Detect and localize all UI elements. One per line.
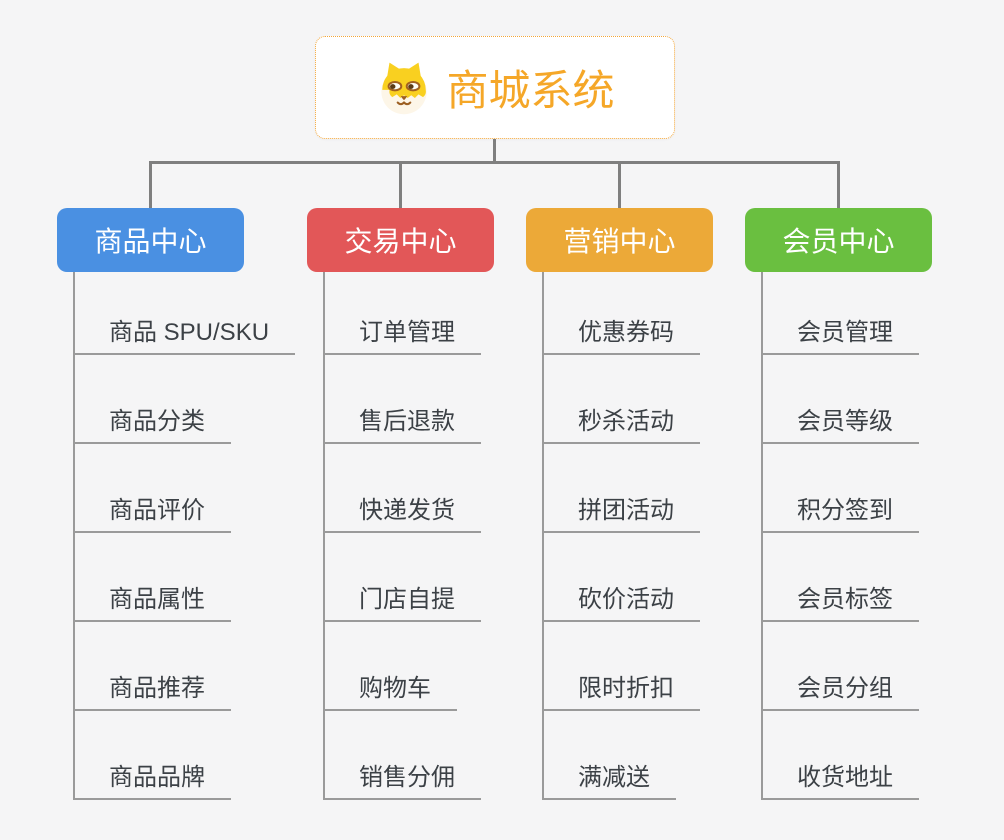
branch-children: 优惠券码秒杀活动拼团活动砍价活动限时折扣满减送 bbox=[542, 272, 713, 800]
child-row: 秒杀活动 bbox=[544, 355, 713, 444]
branch-label: 交易中心 bbox=[344, 226, 457, 257]
child-node[interactable]: 拼团活动 bbox=[544, 497, 700, 533]
child-row: 会员标签 bbox=[763, 533, 932, 622]
branch-drop-connector bbox=[618, 161, 621, 208]
branch-column-4: 会员中心 会员管理会员等级积分签到会员标签会员分组收货地址 bbox=[745, 161, 932, 800]
child-row: 优惠券码 bbox=[544, 272, 713, 355]
child-node[interactable]: 订单管理 bbox=[325, 319, 481, 355]
child-row: 销售分佣 bbox=[325, 711, 494, 800]
child-row: 会员等级 bbox=[763, 355, 932, 444]
branch-drop-connector bbox=[399, 161, 402, 208]
branch-column-1: 商品中心 商品 SPU/SKU 商品分类商品评价商品属性商品推荐商品品牌 bbox=[57, 161, 296, 800]
branch-drop-connector bbox=[837, 161, 840, 208]
root-node-mall-system[interactable]: 商城系统 bbox=[315, 36, 675, 139]
child-row: 购物车 bbox=[325, 622, 494, 711]
branch-header-2[interactable]: 交易中心 bbox=[307, 208, 494, 272]
root-stub-connector bbox=[493, 139, 496, 163]
child-node[interactable]: 会员管理 bbox=[763, 319, 919, 355]
child-row: 会员分组 bbox=[763, 622, 932, 711]
branch-header-3[interactable]: 营销中心 bbox=[526, 208, 713, 272]
branch-column-3: 营销中心 优惠券码秒杀活动拼团活动砍价活动限时折扣满减送 bbox=[526, 161, 713, 800]
child-row: 商品属性 bbox=[75, 533, 244, 622]
child-row: 商品推荐 bbox=[75, 622, 244, 711]
child-row: 满减送 bbox=[544, 711, 713, 800]
branch-header-4[interactable]: 会员中心 bbox=[745, 208, 932, 272]
child-row: 订单管理 bbox=[325, 272, 494, 355]
child-node[interactable]: 优惠券码 bbox=[544, 319, 700, 355]
root-title: 商城系统 bbox=[446, 67, 615, 114]
child-node[interactable]: 商品品牌 bbox=[75, 764, 231, 800]
child-node[interactable]: 满减送 bbox=[544, 764, 676, 800]
child-node[interactable]: 商品分类 bbox=[75, 408, 231, 444]
child-node[interactable]: 商品评价 bbox=[75, 497, 231, 533]
child-node[interactable]: 销售分佣 bbox=[325, 764, 481, 800]
child-node[interactable]: 会员分组 bbox=[763, 675, 919, 711]
child-row: 限时折扣 bbox=[544, 622, 713, 711]
child-row: 会员管理 bbox=[763, 272, 932, 355]
child-node[interactable]: 售后退款 bbox=[325, 408, 481, 444]
child-node[interactable]: 限时折扣 bbox=[544, 675, 700, 711]
branch-drop-connector bbox=[149, 161, 152, 208]
child-row: 拼团活动 bbox=[544, 444, 713, 533]
branch-children: 会员管理会员等级积分签到会员标签会员分组收货地址 bbox=[761, 272, 932, 800]
child-node[interactable]: 门店自提 bbox=[325, 586, 481, 622]
child-row: 收货地址 bbox=[763, 711, 932, 800]
child-node[interactable]: 会员标签 bbox=[763, 586, 919, 622]
branch-children: 订单管理售后退款快递发货门店自提购物车销售分佣 bbox=[323, 272, 494, 800]
child-row: 商品品牌 bbox=[75, 711, 244, 800]
child-row: 砍价活动 bbox=[544, 533, 713, 622]
child-row: 积分签到 bbox=[763, 444, 932, 533]
child-node[interactable]: 购物车 bbox=[325, 675, 457, 711]
branch-children: 商品 SPU/SKU 商品分类商品评价商品属性商品推荐商品品牌 bbox=[73, 272, 296, 800]
child-node[interactable]: 砍价活动 bbox=[544, 586, 700, 622]
child-node[interactable]: 会员等级 bbox=[763, 408, 919, 444]
child-node[interactable]: 积分签到 bbox=[763, 497, 919, 533]
branch-header-1[interactable]: 商品中心 bbox=[57, 208, 244, 272]
child-node[interactable]: 快递发货 bbox=[325, 497, 481, 533]
child-row: 商品评价 bbox=[75, 444, 244, 533]
child-node[interactable]: 商品 SPU/SKU bbox=[75, 319, 296, 355]
child-row: 商品 SPU/SKU bbox=[75, 272, 296, 355]
child-row: 门店自提 bbox=[325, 533, 494, 622]
child-node[interactable]: 收货地址 bbox=[763, 764, 919, 800]
shiba-dog-icon bbox=[381, 62, 428, 114]
child-node[interactable]: 商品推荐 bbox=[75, 675, 231, 711]
child-row: 快递发货 bbox=[325, 444, 494, 533]
child-node[interactable]: 商品属性 bbox=[75, 586, 231, 622]
child-row: 售后退款 bbox=[325, 355, 494, 444]
child-row: 商品分类 bbox=[75, 355, 244, 444]
child-node[interactable]: 秒杀活动 bbox=[544, 408, 700, 444]
branch-label: 商品中心 bbox=[94, 226, 207, 257]
branch-column-2: 交易中心 订单管理售后退款快递发货门店自提购物车销售分佣 bbox=[307, 161, 494, 800]
branch-bus-connector bbox=[149, 161, 840, 164]
branch-label: 营销中心 bbox=[563, 226, 676, 257]
branch-label: 会员中心 bbox=[782, 226, 895, 257]
